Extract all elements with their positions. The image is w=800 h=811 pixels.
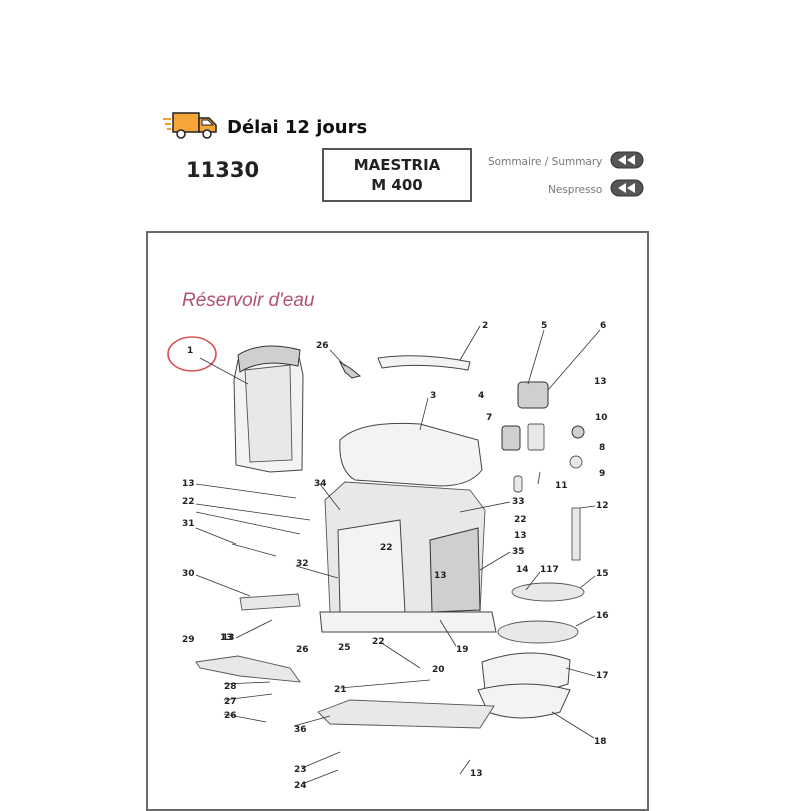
callout-22c: 22 — [380, 543, 393, 553]
callout-18: 18 — [594, 737, 607, 747]
machine-body[interactable] — [319, 481, 497, 633]
knob-part[interactable] — [571, 425, 585, 439]
callout-23: 23 — [294, 765, 307, 775]
highlight-circle — [167, 336, 217, 372]
sensor-part[interactable] — [527, 423, 545, 451]
callout-13e: 13 — [220, 633, 233, 643]
callout-1: 1 — [187, 346, 193, 356]
grill-part[interactable] — [511, 582, 585, 602]
callout-10: 10 — [595, 413, 608, 423]
callout-9: 9 — [599, 469, 605, 479]
callout-26c: 26 — [224, 711, 237, 721]
model-code: M 400 — [371, 176, 423, 194]
callout-labels: 1 2 3 4 5 6 7 8 9 10 11 12 13 13 13 13 1… — [182, 321, 609, 791]
base-part[interactable] — [477, 683, 571, 719]
ring-part[interactable] — [569, 455, 583, 469]
callout-13a: 13 — [594, 377, 607, 387]
callout-31: 31 — [182, 519, 195, 529]
callout-29: 29 — [182, 635, 195, 645]
callout-26b: 26 — [296, 645, 309, 655]
handle-part[interactable] — [377, 355, 471, 371]
pump-part[interactable] — [517, 381, 549, 409]
rewind-icon[interactable] — [610, 179, 644, 200]
plate-part[interactable] — [239, 593, 301, 611]
callout-7: 7 — [486, 413, 492, 423]
callout-22b: 22 — [514, 515, 527, 525]
callout-8: 8 — [599, 443, 605, 453]
bracket-part[interactable] — [195, 655, 301, 683]
model-box: MAESTRIA M 400 — [322, 148, 472, 202]
callout-22d: 22 — [372, 637, 385, 647]
valve-part[interactable] — [501, 425, 521, 451]
delivery-info: Délai 12 jours — [163, 110, 367, 145]
nav-nespresso-link[interactable]: Nespresso — [548, 179, 644, 200]
cylinder-part[interactable] — [513, 475, 523, 493]
callout-17: 17 — [596, 671, 609, 681]
callout-26a: 26 — [316, 341, 329, 351]
callout-35: 35 — [512, 547, 525, 557]
callout-13c: 13 — [514, 531, 527, 541]
cable-part — [231, 543, 277, 557]
callout-33: 33 — [512, 497, 525, 507]
callout-25: 25 — [338, 643, 351, 653]
callout-13d: 13 — [434, 571, 447, 581]
callout-13g: 13 — [222, 633, 235, 643]
nav-summary-link[interactable]: Sommaire / Summary — [488, 151, 644, 172]
callout-34: 34 — [314, 479, 327, 489]
callout-12: 12 — [596, 501, 609, 511]
nav-summary-label: Sommaire / Summary — [488, 155, 603, 168]
callout-20: 20 — [432, 665, 445, 675]
nav-nespresso-label: Nespresso — [548, 183, 603, 196]
delivery-text: Délai 12 jours — [227, 117, 368, 138]
callout-27: 27 — [224, 697, 237, 707]
callout-15: 15 — [596, 569, 609, 579]
callout-11: 11 — [555, 481, 568, 491]
callout-24: 24 — [294, 781, 307, 791]
callout-30: 30 — [182, 569, 195, 579]
section-title: Réservoir d'eau — [182, 290, 315, 311]
callout-13f: 13 — [470, 769, 483, 779]
drip-tray-grid[interactable] — [497, 620, 579, 644]
rewind-icon[interactable] — [610, 151, 644, 172]
callout-16: 16 — [596, 611, 609, 621]
callout-14: 14 — [516, 565, 529, 575]
delivery-truck-icon — [163, 110, 219, 145]
callout-19: 19 — [456, 645, 469, 655]
leader-lines — [195, 325, 601, 785]
chassis-part[interactable] — [317, 699, 495, 729]
callout-22a: 22 — [182, 497, 195, 507]
water-tank-part[interactable] — [233, 345, 304, 473]
callout-117: 117 — [540, 565, 559, 575]
callout-2: 2 — [482, 321, 488, 331]
callout-21: 21 — [334, 685, 347, 695]
top-cover-part[interactable] — [339, 422, 483, 487]
callout-36: 36 — [294, 725, 307, 735]
part-number: 11330 — [186, 158, 260, 182]
callout-13b: 13 — [182, 479, 195, 489]
callout-5: 5 — [541, 321, 547, 331]
callout-6: 6 — [600, 321, 606, 331]
callout-4: 4 — [478, 391, 484, 401]
model-name: MAESTRIA — [353, 156, 441, 174]
tube-part[interactable] — [571, 507, 581, 561]
callout-3: 3 — [430, 391, 436, 401]
callout-32: 32 — [296, 559, 309, 569]
callout-28: 28 — [224, 682, 237, 692]
